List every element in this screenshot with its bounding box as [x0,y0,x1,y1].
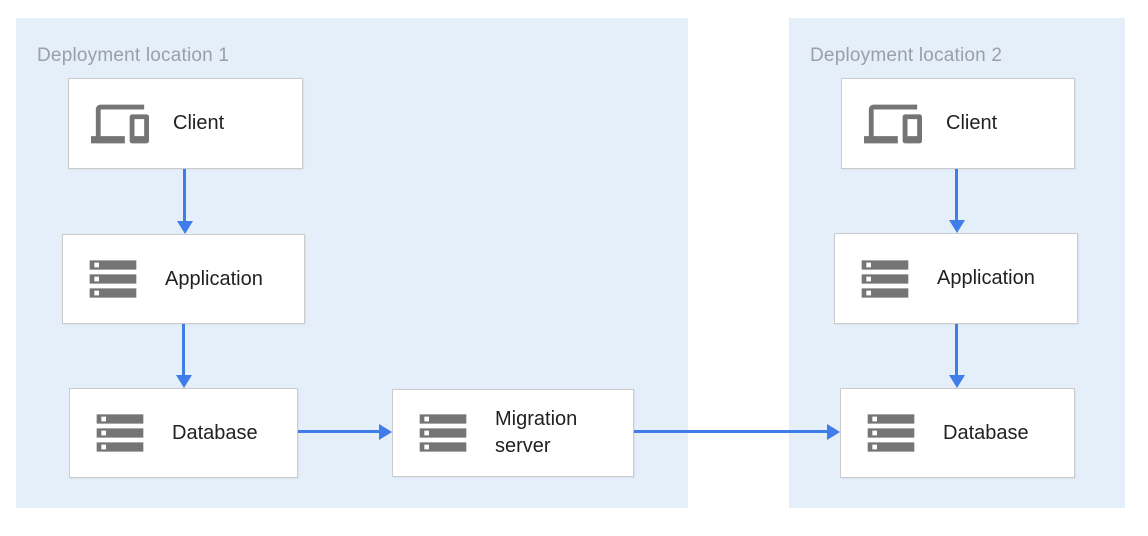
storage-icon [415,405,471,461]
node-application-2: Application [834,233,1078,324]
node-database-2: Database [840,388,1075,478]
region-title-deployment-location-2: Deployment location 2 [810,45,1003,66]
arrow-application1-to-database1 [182,324,185,375]
storage-icon [92,405,148,461]
node-label: Client [946,112,998,134]
storage-icon [85,251,141,307]
arrow-database1-to-migration-server [298,430,379,433]
node-label: Application [937,267,1035,289]
arrow-migration-server-to-database2 [634,430,827,433]
node-label: Client [173,112,225,134]
node-label: Database [172,421,258,444]
arrow-application2-to-database2 [955,324,958,375]
node-migration-server: Migration server [392,389,634,477]
devices-icon [864,95,922,153]
node-client-2: Client [841,78,1075,169]
region-title-deployment-location-1: Deployment location 1 [37,45,230,66]
node-database-1: Database [69,388,298,478]
node-label: Migration server [495,408,578,457]
node-label: Database [943,421,1029,444]
arrow-client2-to-application2 [955,169,958,220]
node-label: Application [165,267,263,290]
node-application-1: Application [62,234,305,324]
devices-icon [91,95,149,153]
arrow-client1-to-application1 [183,169,186,221]
storage-icon [863,405,919,461]
node-client-1: Client [68,78,303,169]
storage-icon [857,251,913,307]
